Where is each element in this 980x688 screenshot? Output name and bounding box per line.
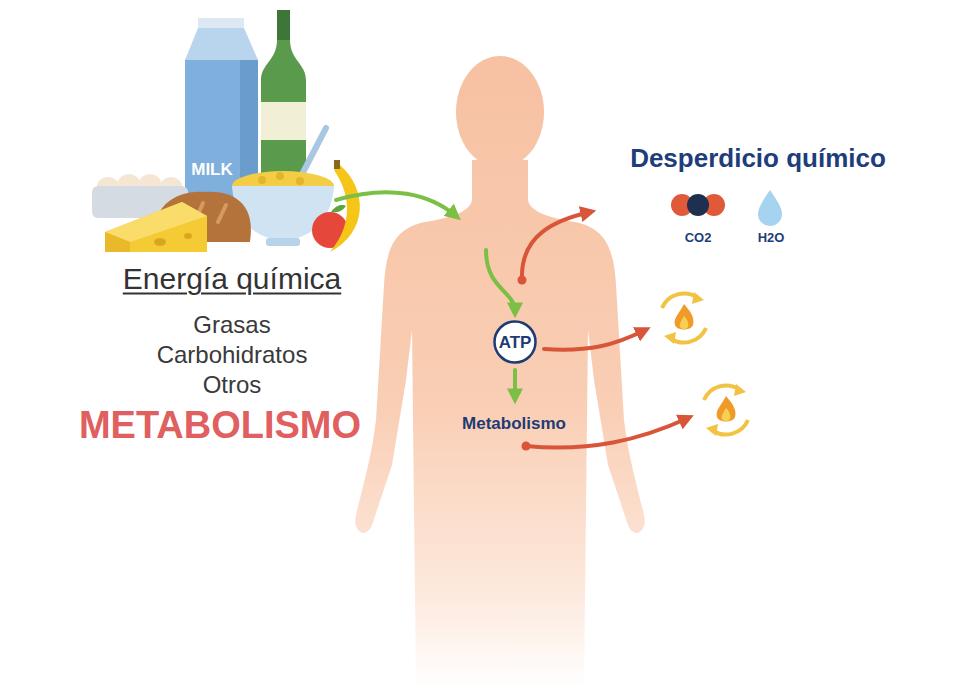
bottle (261, 102, 306, 140)
bowl (276, 172, 284, 180)
heat-icon (704, 384, 748, 436)
start-dot (518, 276, 527, 285)
big-heading: METABOLISMO (79, 405, 361, 447)
heading: Energía química (123, 262, 341, 295)
milk-carton (185, 18, 258, 200)
milk-carton (185, 28, 258, 60)
food-arrow (336, 192, 456, 216)
heat-icon (662, 292, 706, 344)
human-silhouette (355, 160, 644, 688)
banana (330, 165, 360, 252)
waste-arrow (522, 212, 590, 280)
start-dot (522, 442, 531, 451)
list-item: Grasas (193, 312, 270, 338)
cheese (105, 202, 207, 252)
list-item: Otros (203, 372, 262, 398)
cheese (184, 233, 192, 239)
apple (331, 205, 346, 212)
co2-molecule (687, 194, 709, 216)
water-drop (758, 190, 782, 226)
bottle (277, 10, 290, 40)
waste-heading: Desperdicio químico (630, 144, 886, 173)
carton-label: MILK (191, 161, 233, 180)
milk-carton (185, 60, 240, 200)
food-illustration (92, 10, 360, 252)
human-silhouette (456, 56, 544, 168)
circle-shape (495, 322, 536, 363)
node-text: ATP (499, 334, 532, 351)
flow-arrows (336, 192, 688, 450)
bowl (258, 176, 266, 184)
cheese (154, 238, 166, 246)
cheese (105, 202, 207, 242)
atp-circle: ATP (493, 320, 537, 364)
banana (330, 160, 360, 252)
bowl (296, 177, 304, 185)
bowl (266, 238, 300, 246)
metabolism-arrow (513, 370, 517, 398)
list-item: Carbohidratos (157, 342, 308, 368)
process-label: Metabolismo (462, 415, 566, 434)
cheese (105, 202, 207, 252)
molecule-label: CO2 (685, 231, 712, 245)
heat-arrow (544, 330, 645, 350)
bottle (261, 10, 306, 190)
co2-molecule (671, 194, 725, 216)
human-silhouette (355, 56, 644, 688)
cheese (105, 232, 130, 252)
bottle (261, 40, 306, 190)
intake-arrow (486, 250, 515, 312)
milk-carton (198, 18, 244, 28)
banana (334, 160, 340, 169)
molecule-label: H2O (758, 231, 785, 245)
